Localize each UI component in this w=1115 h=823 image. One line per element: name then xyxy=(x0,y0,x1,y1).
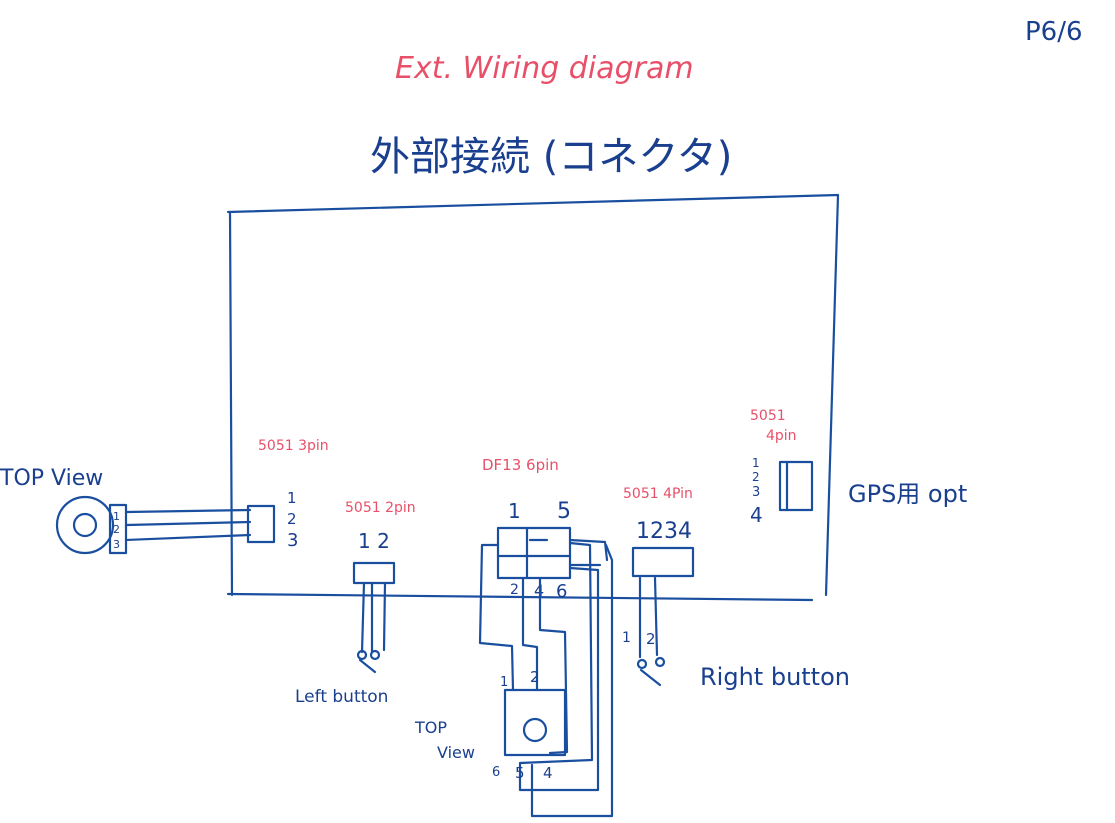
pin-label: 1 2 xyxy=(358,529,390,553)
conn-gps xyxy=(778,460,814,512)
left-button-contact xyxy=(369,649,381,661)
pin-label: 1 xyxy=(287,489,297,507)
joystick-wires xyxy=(478,541,614,818)
conn-4pin xyxy=(631,546,695,578)
page-number: P6/6 xyxy=(1025,17,1083,47)
conn-2pin-label: 5051 2pin xyxy=(345,500,416,516)
pin-label: 6 xyxy=(492,765,500,780)
left-button-wires xyxy=(360,581,387,654)
joystick-label: TOP xyxy=(414,718,447,737)
left-button-contact xyxy=(356,649,368,661)
conn-4pin-label: 5051 4Pin xyxy=(623,486,693,502)
encoder-wires xyxy=(124,508,252,542)
conn-df13-label: DF13 6pin xyxy=(482,456,559,474)
conn-3pin xyxy=(246,504,276,544)
pin-label: 2 xyxy=(530,668,540,686)
encoder-body xyxy=(55,495,115,555)
left-button-label: Left button xyxy=(295,687,388,707)
pin-label: 1 xyxy=(622,630,631,646)
pin-label: 2 xyxy=(510,582,519,598)
pin-label: 2 xyxy=(752,470,760,484)
pin-label: 1 xyxy=(752,456,760,470)
encoder-shaft xyxy=(72,512,98,538)
pin-label: 2 xyxy=(287,510,297,528)
left-button-switch xyxy=(358,658,377,674)
pin-label: 6 xyxy=(556,581,567,602)
title-japanese: 外部接続 (コネクタ) xyxy=(370,134,732,180)
df13-wire xyxy=(568,538,609,562)
right-button-switch xyxy=(639,668,662,687)
board-outline xyxy=(226,193,840,602)
right-button-contact xyxy=(636,658,648,670)
pin-label: 1 xyxy=(508,499,521,523)
joystick-knob xyxy=(522,717,548,743)
pin-label: 2 xyxy=(646,630,656,648)
conn-gps-label: 5051 xyxy=(750,408,786,424)
title-english: Ext. Wiring diagram xyxy=(395,51,694,86)
right-button-contact xyxy=(654,656,666,668)
conn-df13 xyxy=(496,526,572,580)
gps-note: GPS用 opt xyxy=(848,480,967,508)
conn-gps-label: 4pin xyxy=(766,428,797,444)
encoder-label: TOP View xyxy=(0,466,103,491)
conn-2pin xyxy=(352,561,396,585)
pin-label: 3 xyxy=(752,485,760,500)
conn-df13-grid xyxy=(496,526,572,580)
pin-label: 1 xyxy=(500,675,508,690)
conn-3pin-label: 5051 3pin xyxy=(258,438,329,454)
encoder-pin: 3 xyxy=(113,538,120,551)
pin-label: 4 xyxy=(750,503,763,527)
encoder-pins-block xyxy=(108,503,128,555)
right-button-label: Right button xyxy=(700,663,850,691)
pin-label: 5 xyxy=(515,764,525,782)
pin-label: 4 xyxy=(543,764,553,782)
encoder-pin: 1 xyxy=(113,510,120,523)
pin-label: 3 xyxy=(287,530,298,551)
joystick-label: View xyxy=(437,743,475,762)
pin-label: 5 xyxy=(557,499,571,524)
pin-label: 1234 xyxy=(636,519,692,544)
right-button-wires xyxy=(638,576,659,659)
joystick-body xyxy=(503,688,567,757)
encoder-pin: 2 xyxy=(113,523,120,536)
